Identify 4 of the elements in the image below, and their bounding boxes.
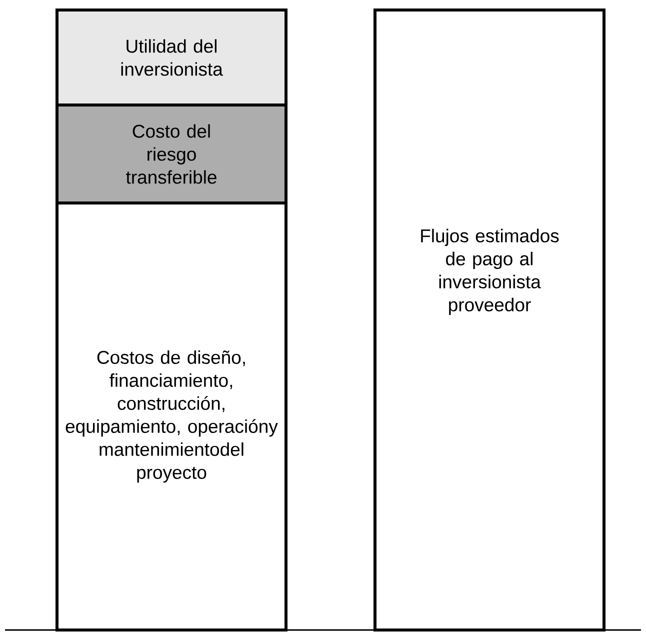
cost-box: Costos de diseño, financiamiento, construcción, equipamiento, operacióny mantenimientodel proyecto bbox=[56, 202, 288, 632]
risk-cost-box: Costo del riesgo transferible bbox=[56, 104, 288, 204]
payment-flow-column: Flujos estimados de pago al inversionista proveedor bbox=[374, 8, 606, 632]
profit-box: Utilidad del inversionista bbox=[56, 8, 288, 106]
